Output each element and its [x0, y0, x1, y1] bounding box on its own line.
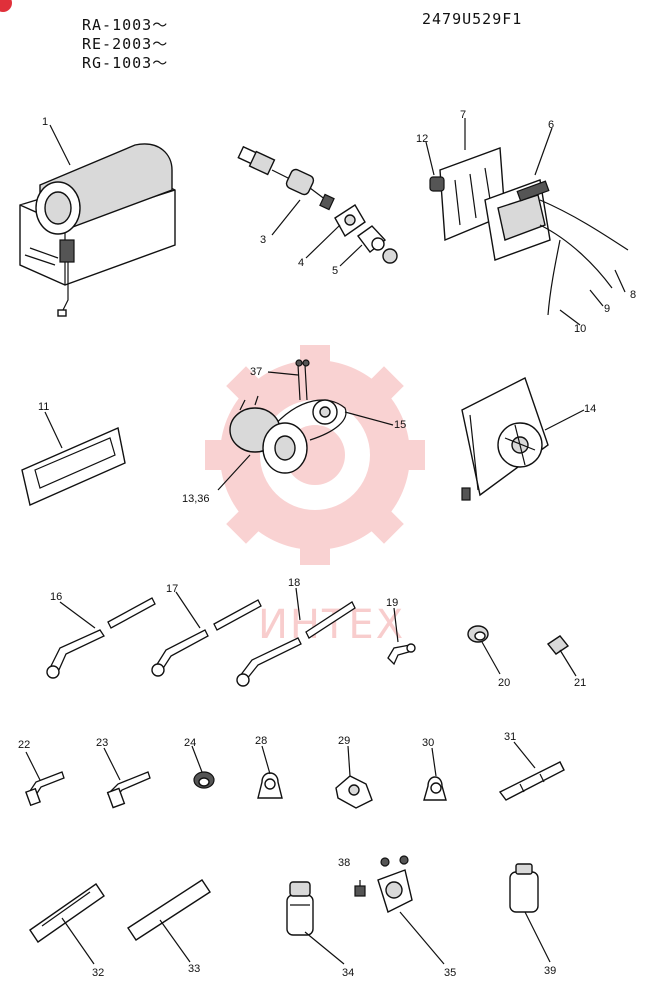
callout-32: 32 — [92, 967, 104, 979]
part-38-bolt — [354, 880, 366, 897]
part-16-hose — [46, 597, 156, 679]
part-19-hose — [387, 643, 416, 666]
callout-39: 39 — [544, 965, 556, 977]
part-29-clamp — [335, 775, 373, 809]
part-21-fitting — [546, 635, 570, 655]
callout-5: 5 — [332, 265, 338, 277]
callout-labels: 1 3 4 5 6 7 8 9 10 12 11 37 15 14 13,36 … — [18, 109, 636, 979]
model-code-3: RG-1003～ — [82, 54, 169, 72]
callout-18: 18 — [288, 577, 300, 589]
part-34-receiver-drier — [286, 881, 314, 936]
callout-21: 21 — [574, 677, 586, 689]
part-17-hose — [151, 599, 262, 677]
callout-37: 37 — [250, 366, 262, 378]
callout-4: 4 — [298, 257, 304, 269]
part-23-hose — [106, 771, 151, 809]
callout-20: 20 — [498, 677, 510, 689]
part-15-belt — [269, 399, 347, 441]
model-code-2: RE-2003～ — [82, 35, 169, 53]
part-13-compressor — [229, 395, 308, 474]
callout-33: 33 — [188, 963, 200, 975]
part-18-hose — [236, 601, 356, 687]
part-8-wire — [539, 199, 629, 251]
part-22-hose — [25, 771, 65, 807]
callout-38: 38 — [338, 857, 350, 869]
part-20-clamp — [467, 625, 489, 643]
part-39-bottle — [509, 863, 539, 913]
part-12-nut — [429, 176, 445, 192]
part-6-control-box — [484, 179, 551, 261]
callout-24: 24 — [184, 737, 196, 749]
part-37-bolts — [295, 359, 310, 401]
watermark-text: ИНТЕХ — [258, 602, 405, 648]
callout-14: 14 — [584, 403, 596, 415]
callout-9: 9 — [604, 303, 610, 315]
part-3-switch — [237, 145, 335, 211]
callout-11: 11 — [38, 401, 49, 413]
callout-30: 30 — [422, 737, 434, 749]
part-10-wire — [547, 239, 561, 316]
part-5-knob-set — [357, 225, 398, 264]
part-32-tube — [29, 883, 105, 943]
part-35-bracket — [377, 855, 413, 913]
part-11-gasket — [21, 427, 126, 506]
callout-22: 22 — [18, 739, 30, 751]
drawing-code: 2479U529F1 — [422, 10, 523, 28]
callout-29: 29 — [338, 735, 350, 747]
callout-15: 15 — [394, 419, 406, 431]
corner-badge — [0, 0, 12, 12]
part-4-plate — [334, 204, 366, 238]
callout-31: 31 — [504, 731, 516, 743]
part-33-tube — [127, 879, 211, 941]
callout-3: 3 — [260, 234, 266, 246]
callout-12: 12 — [416, 133, 428, 145]
part-31-bracket — [498, 761, 565, 801]
callout-16: 16 — [50, 591, 62, 603]
callout-1: 1 — [42, 116, 48, 128]
part-28-clamp — [257, 772, 283, 799]
callout-10: 10 — [574, 323, 586, 335]
callout-17: 17 — [166, 583, 178, 595]
part-9-wire — [539, 224, 613, 289]
callout-6: 6 — [548, 119, 554, 131]
part-14-condenser — [461, 377, 549, 501]
callout-34: 34 — [342, 967, 354, 979]
leader-lines — [25, 118, 626, 965]
callout-19: 19 — [386, 597, 398, 609]
callout-28: 28 — [255, 735, 267, 747]
part-30-clamp — [423, 776, 447, 801]
model-code-1: RA-1003～ — [82, 16, 169, 34]
watermark-gear-logo — [205, 345, 425, 565]
callout-7: 7 — [460, 109, 466, 121]
callout-23: 23 — [96, 737, 108, 749]
callout-35: 35 — [444, 967, 456, 979]
part-1-heater-unit — [19, 143, 176, 317]
part-24-clamp — [193, 771, 215, 789]
callout-13-36: 13,36 — [182, 493, 210, 505]
callout-8: 8 — [630, 289, 636, 301]
